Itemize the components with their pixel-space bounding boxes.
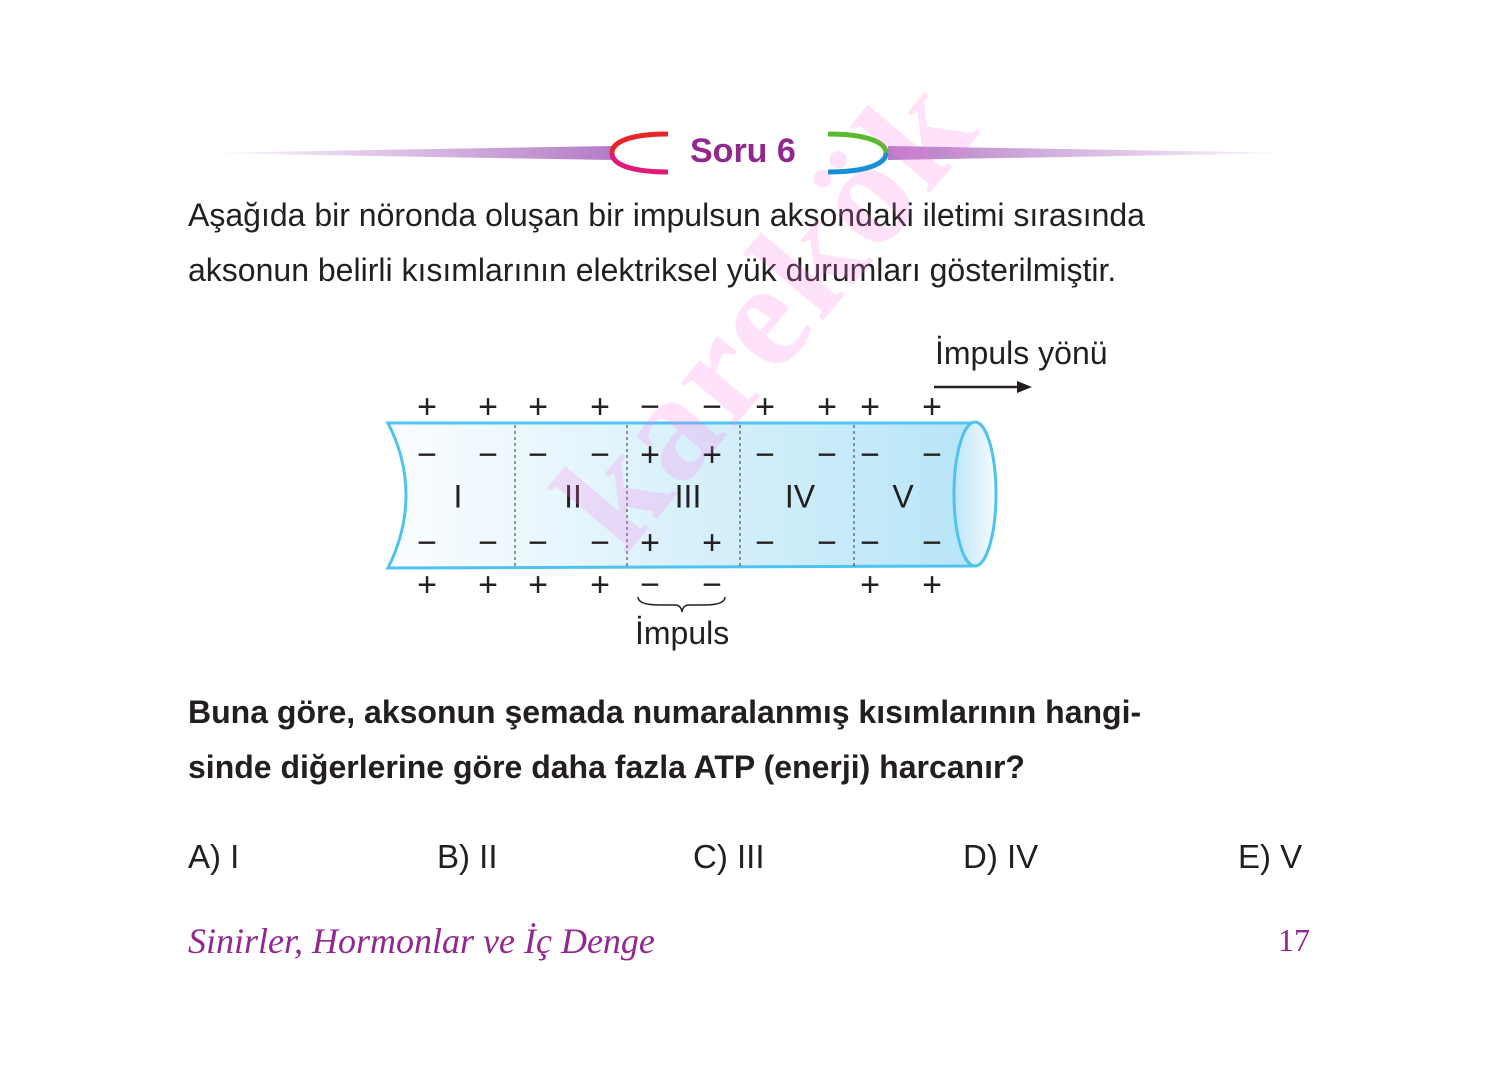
charge-bottom-outer: + xyxy=(922,566,942,604)
charge-top-outer: + xyxy=(817,388,837,426)
charge-top-inner: − xyxy=(922,436,942,474)
charge-bottom-inner: − xyxy=(417,524,437,562)
option-b[interactable]: B) II xyxy=(437,838,498,875)
segment-label: III xyxy=(674,478,702,515)
charge-bottom-inner: − xyxy=(478,524,498,562)
option-c[interactable]: C) III xyxy=(693,838,765,875)
charge-top-inner: − xyxy=(528,436,548,474)
charge-top-outer: + xyxy=(528,388,548,426)
charge-bottom-outer: + xyxy=(860,566,880,604)
charge-top-outer: + xyxy=(478,388,498,426)
charge-top-inner: − xyxy=(755,436,775,474)
axon-diagram xyxy=(385,381,1032,613)
impulse-brace xyxy=(637,596,726,613)
segment-label: I xyxy=(453,478,463,515)
charge-bottom-inner: − xyxy=(922,524,942,562)
charge-bottom-outer: + xyxy=(590,566,610,604)
charge-bottom-inner: + xyxy=(640,524,660,562)
charge-top-outer: − xyxy=(702,388,722,426)
book-title: Sinirler, Hormonlar ve İç Denge xyxy=(188,921,655,961)
charge-top-inner: − xyxy=(817,436,837,474)
impulse-label: İmpuls xyxy=(635,615,730,651)
charge-bottom-inner: − xyxy=(817,524,837,562)
charge-bottom-outer: − xyxy=(702,566,722,604)
header-ribbon xyxy=(200,131,1300,175)
question-line-1: Buna göre, aksonun şemada numaralanmış k… xyxy=(188,694,1142,730)
page-number: 17 xyxy=(1278,922,1310,958)
segment-label: IV xyxy=(784,478,816,515)
charge-bottom-outer: + xyxy=(528,566,548,604)
charge-top-inner: − xyxy=(478,436,498,474)
option-d[interactable]: D) IV xyxy=(963,838,1039,875)
option-e[interactable]: E) V xyxy=(1238,838,1303,875)
charge-top-inner: − xyxy=(860,436,880,474)
charge-top-inner: + xyxy=(702,436,722,474)
question-title: Soru 6 xyxy=(690,132,796,170)
segment-label: II xyxy=(564,478,582,515)
charge-top-inner: − xyxy=(417,436,437,474)
charge-bottom-inner: + xyxy=(702,524,722,562)
charge-bottom-outer: + xyxy=(417,566,437,604)
charge-top-outer: + xyxy=(755,388,775,426)
charge-top-outer: + xyxy=(590,388,610,426)
charge-bottom-outer: + xyxy=(478,566,498,604)
option-a[interactable]: A) I xyxy=(188,838,240,875)
charge-bottom-outer: − xyxy=(640,566,660,604)
segment-label: V xyxy=(892,478,914,515)
charge-bottom-inner: − xyxy=(528,524,548,562)
charge-bottom-inner: − xyxy=(860,524,880,562)
impulse-direction-label: İmpuls yönü xyxy=(935,335,1108,371)
charge-top-outer: + xyxy=(922,388,942,426)
charge-top-inner: + xyxy=(640,436,660,474)
charge-top-inner: − xyxy=(590,436,610,474)
intro-line-1: Aşağıda bir nöronda oluşan bir impulsun … xyxy=(188,197,1145,233)
charge-bottom-inner: − xyxy=(755,524,775,562)
question-line-2: sinde diğerlerine göre daha fazla ATP (e… xyxy=(188,749,1025,785)
charge-top-outer: + xyxy=(860,388,880,426)
intro-line-2: aksonun belirli kısımlarının elektriksel… xyxy=(188,252,1117,288)
charge-top-outer: + xyxy=(417,388,437,426)
charge-bottom-inner: − xyxy=(590,524,610,562)
charge-top-outer: − xyxy=(640,388,660,426)
